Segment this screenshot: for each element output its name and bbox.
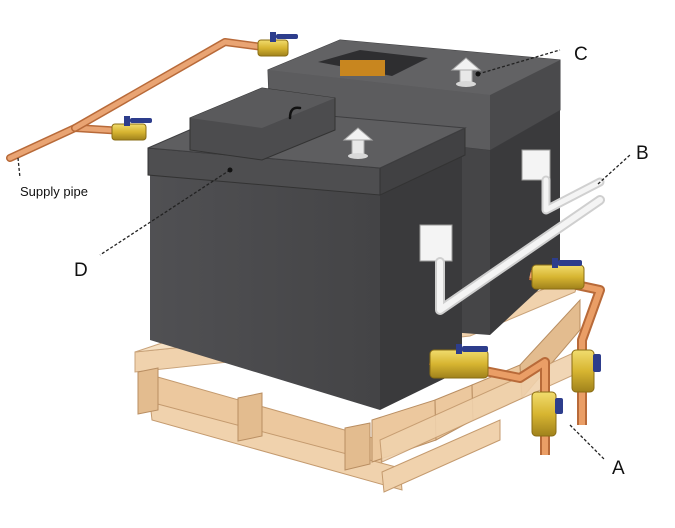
vent-cap-front	[342, 127, 374, 159]
outlet-pipework	[429, 258, 605, 455]
label-d: D	[74, 260, 88, 281]
vent-cap-back	[450, 57, 482, 87]
front-tank	[147, 87, 467, 410]
label-b: B	[636, 143, 649, 164]
label-a: A	[612, 458, 625, 479]
label-c: C	[574, 44, 588, 65]
label-supply-pipe: Supply pipe	[20, 184, 88, 199]
supply-pipe	[6, 32, 298, 162]
overflow-pipes	[419, 149, 605, 315]
callout-lines	[17, 49, 631, 461]
